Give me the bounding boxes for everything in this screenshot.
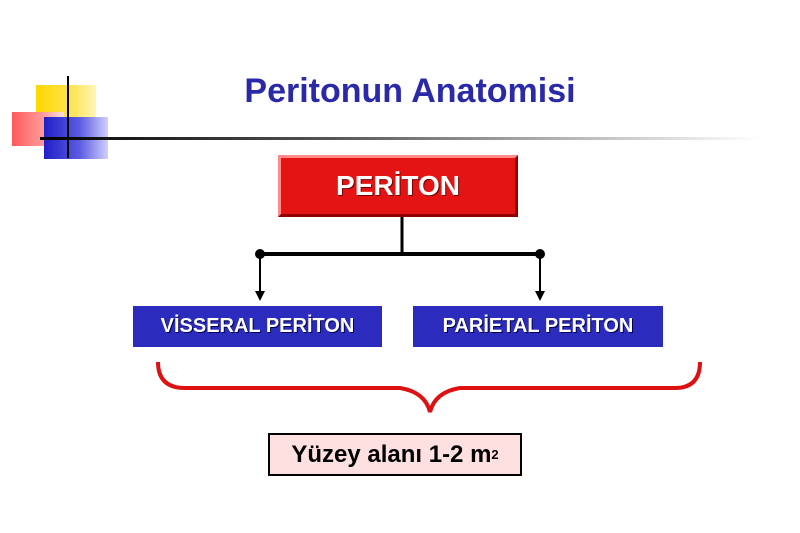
peritoneum-root-box: PERİTON [278,155,518,217]
title-underline [40,137,760,140]
surface-area-text: Yüzey alanı 1-2 m [291,440,492,468]
parietal-peritoneum-box: PARİETAL PERİTON [413,306,663,347]
curly-brace [156,361,702,413]
slide-title: Peritonun Anatomisi [244,72,576,110]
surface-area-superscript: 2 [491,447,499,462]
visceral-peritoneum-box: VİSSERAL PERİTON [133,306,382,347]
peritoneum-root-label: PERİTON [336,170,460,201]
decor-vertical-line [67,76,69,158]
parietal-peritoneum-label: PARİETAL PERİTON [442,315,634,337]
visceral-peritoneum-label: VİSSERAL PERİTON [160,315,355,337]
